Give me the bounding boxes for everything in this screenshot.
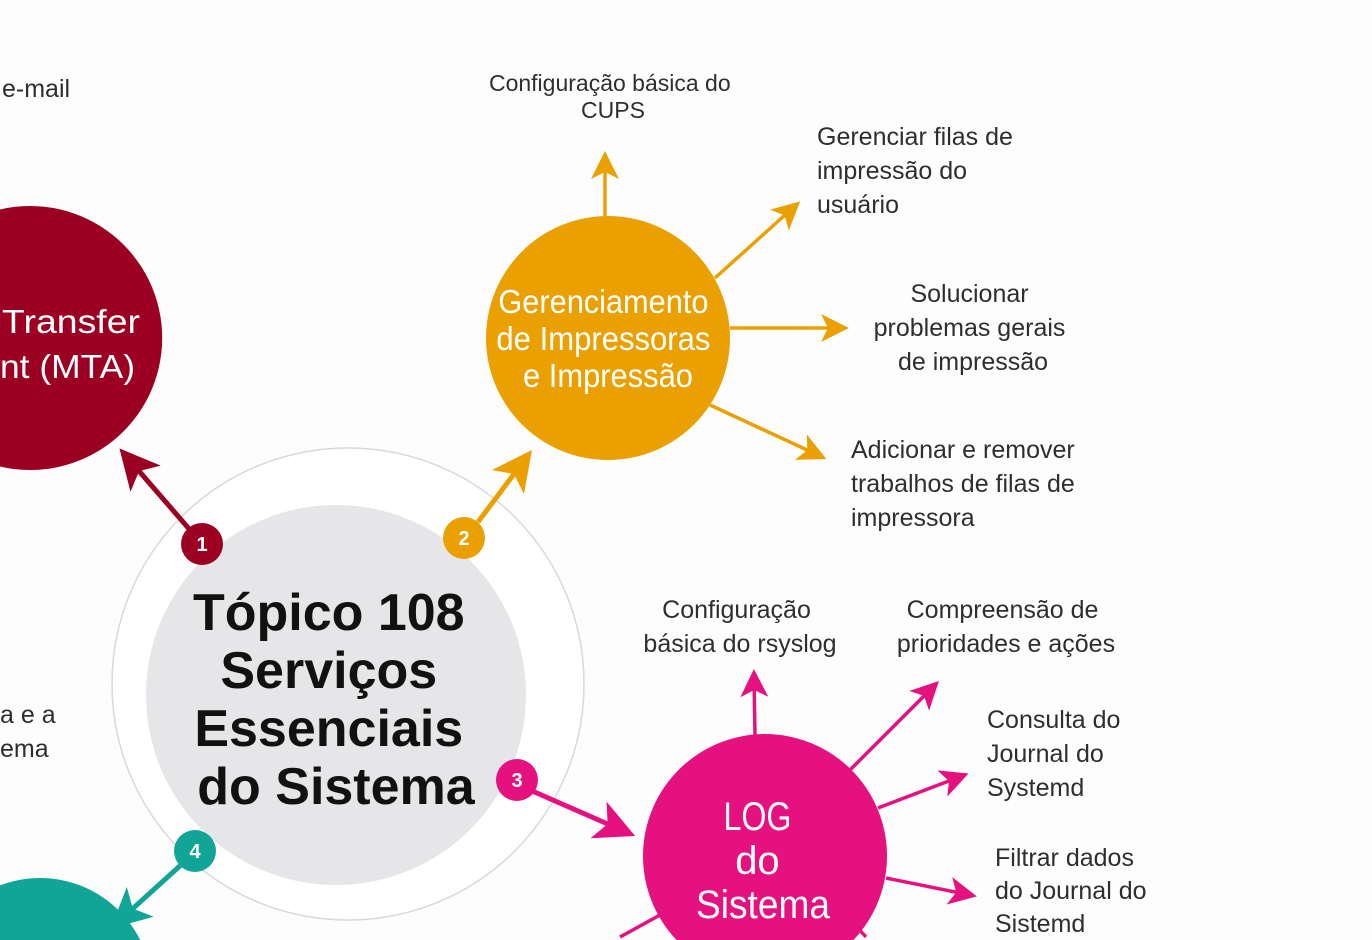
center-node [146, 505, 526, 885]
arrow-to-teal [110, 862, 184, 929]
log-subtopic-priorities: Compreensão de prioridades e ações [897, 596, 1115, 658]
printing-subtopic-jobs: Adicionar e remover trabalhos de filas d… [851, 436, 1082, 532]
mta-node [0, 206, 163, 470]
printing-subtopic-cups: Configuração básica do CUPS [489, 70, 737, 123]
svg-text:4: 4 [189, 841, 201, 863]
arrow-to-mta [119, 448, 192, 532]
svg-text:1: 1 [196, 534, 207, 556]
badge-3: 3 [496, 759, 538, 801]
printing-spokes [591, 151, 849, 460]
printing-node-label: Gerenciamento de Impressoras e Impressão [496, 283, 719, 394]
arrow-to-log [528, 787, 636, 839]
teal-node [0, 878, 141, 940]
svg-text:3: 3 [511, 770, 522, 792]
printing-node [486, 216, 730, 460]
center-title: Tópico 108 Serviços Essenciais do Sistem… [193, 584, 479, 816]
log-subtopic-journal-query: Consulta do Journal do Systemd [987, 706, 1127, 802]
arrow-to-printing [476, 450, 532, 524]
mta-subtopic-label: e-mail [2, 75, 70, 103]
printing-subtopic-queues: Gerenciar filas de impressão do usuário [817, 123, 1020, 219]
badge-1: 1 [181, 523, 223, 565]
badge-4: 4 [174, 830, 216, 872]
log-subtopic-rsyslog: Configuração básica do rsyslog [643, 596, 836, 658]
svg-text:2: 2 [458, 528, 469, 550]
log-node-label: LOG do Sistema [696, 795, 831, 927]
printing-subtopic-troubleshoot: Solucionar problemas gerais de impressão [874, 280, 1073, 376]
mta-node-label: Transfer nt (MTA) [0, 303, 149, 385]
log-node [643, 734, 887, 940]
log-subtopic-journal-filter: Filtrar dados do Journal do Sistemd [995, 844, 1153, 938]
badge-2: 2 [443, 517, 485, 559]
left-subtopic-label: a e a ema [0, 701, 63, 763]
log-spokes [619, 669, 977, 939]
